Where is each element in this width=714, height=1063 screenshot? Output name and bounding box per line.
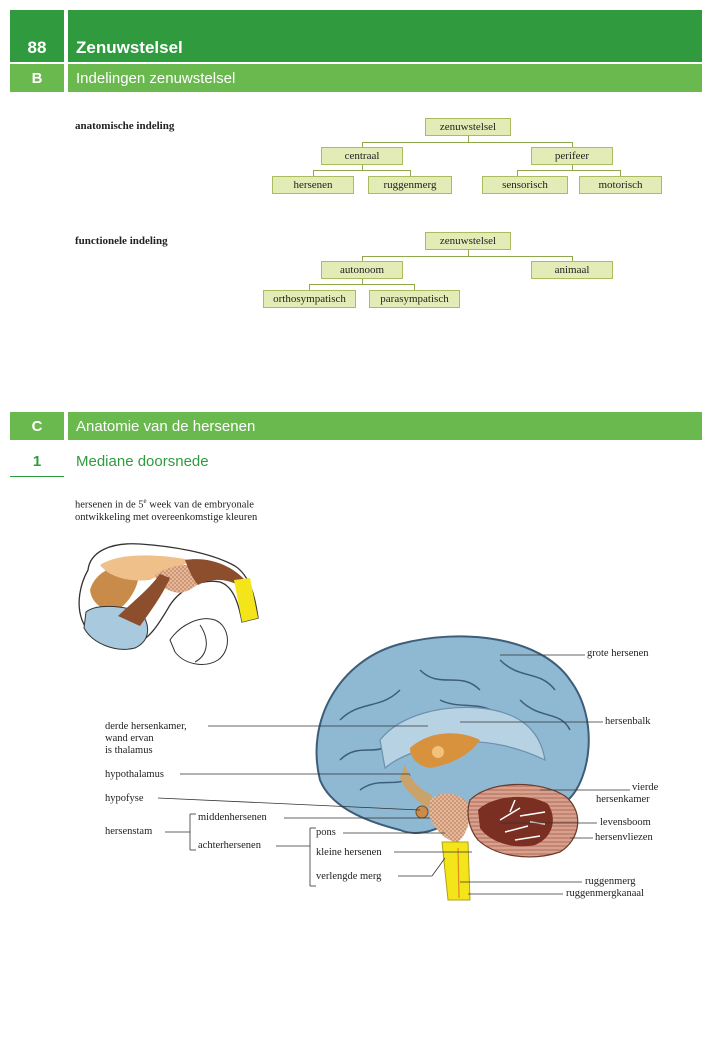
caption-line1-b: week van de embryonale xyxy=(146,499,254,511)
subsection-1-underline xyxy=(10,476,64,477)
box-peripheral: perifeer xyxy=(531,147,613,165)
box-spinal-cord: ruggenmerg xyxy=(368,176,452,194)
section-b-letter: B xyxy=(31,69,43,87)
section-c-separator xyxy=(64,412,68,440)
label-cerebellum: kleine hersenen xyxy=(316,847,382,858)
label-cerebrum: grote hersenen xyxy=(587,648,649,659)
box-autonomic: autonoom xyxy=(321,261,403,279)
label-hindbrain: achterhersenen xyxy=(198,840,261,851)
tree-line xyxy=(362,142,363,148)
functional-label: functionele indeling xyxy=(75,235,168,247)
label-medulla: verlengde merg xyxy=(316,871,382,882)
tree-line xyxy=(517,170,518,176)
caption-superscript: e xyxy=(143,497,147,505)
label-fourth-ventricle-2: hersenkamer xyxy=(596,794,650,805)
header-separator xyxy=(64,10,68,62)
box-sensory: sensorisch xyxy=(482,176,568,194)
caption-line2: ontwikkeling met overeenkomstige kleuren xyxy=(75,511,258,523)
label-third-ventricle-2: wand ervan xyxy=(105,733,154,744)
label-brainstem: hersenstam xyxy=(105,826,153,837)
tree-line xyxy=(362,165,363,171)
tree-line xyxy=(309,284,310,290)
anatomic-label: anatomische indeling xyxy=(75,120,175,132)
caption-line1-a: hersenen in de 5 xyxy=(75,499,144,511)
label-hypothalamus: hypothalamus xyxy=(105,769,164,780)
label-corpus-callosum: hersenbalk xyxy=(605,716,651,727)
section-b-separator xyxy=(64,64,68,92)
label-meninges: hersenvliezen xyxy=(595,832,653,843)
label-central-canal: ruggenmergkanaal xyxy=(566,888,644,899)
tree-line xyxy=(410,170,411,176)
label-arbor-vitae: levensboom xyxy=(600,817,651,828)
tree-line xyxy=(414,284,415,290)
chapter-header-bar: 88 Zenuwstelsel xyxy=(10,10,702,62)
tree-line xyxy=(468,250,469,257)
subsection-1-title: Mediane doorsnede xyxy=(76,453,209,470)
tree-line xyxy=(313,170,410,171)
section-c-title: Anatomie van de hersenen xyxy=(76,417,256,435)
tree-line xyxy=(572,256,573,262)
section-b-title: Indelingen zenuwstelsel xyxy=(76,69,236,87)
box-somatic: animaal xyxy=(531,261,613,279)
label-pons: pons xyxy=(316,827,336,838)
box-nervous-system: zenuwstelsel xyxy=(425,118,511,136)
page-number: 88 xyxy=(27,38,47,57)
label-spinal-cord: ruggenmerg xyxy=(585,876,636,887)
tree-line xyxy=(468,136,469,143)
section-b-bar: B Indelingen zenuwstelsel xyxy=(10,64,702,92)
box-brain: hersenen xyxy=(272,176,354,194)
subsection-1-separator xyxy=(64,447,68,477)
label-fourth-ventricle-1: vierde xyxy=(632,782,659,793)
tree-line xyxy=(362,142,572,143)
tree-line xyxy=(362,256,572,257)
label-midbrain: middenhersenen xyxy=(198,812,267,823)
label-third-ventricle-1: derde hersenkamer, xyxy=(105,721,187,732)
box-central: centraal xyxy=(321,147,403,165)
tree-line xyxy=(572,165,573,171)
tree-line xyxy=(313,170,314,176)
box-parasympathetic: parasympatisch xyxy=(369,290,460,308)
embryo-brain-drawing xyxy=(78,543,259,665)
tree-line xyxy=(362,279,363,285)
label-pituitary: hypofyse xyxy=(105,793,144,804)
subsection-1-header: 1 Mediane doorsnede xyxy=(10,447,702,477)
tree-line xyxy=(362,256,363,262)
section-c-bar: C Anatomie van de hersenen xyxy=(10,412,702,440)
adult-brain-drawing xyxy=(315,635,590,901)
tree-line xyxy=(517,170,620,171)
box-motor: motorisch xyxy=(579,176,662,194)
chapter-title: Zenuwstelsel xyxy=(76,38,183,57)
section-c-letter: C xyxy=(31,417,43,435)
label-third-ventricle-3: is thalamus xyxy=(105,745,153,756)
subsection-1-number: 1 xyxy=(32,453,42,470)
embryo-caption: hersenen in de 5e week van de embryonale… xyxy=(75,495,257,524)
leader-lines xyxy=(157,654,630,895)
box-orthosympathetic: orthosympatisch xyxy=(263,290,356,308)
box-nervous-system-functional: zenuwstelsel xyxy=(425,232,511,250)
tree-line xyxy=(309,284,414,285)
tree-line xyxy=(572,142,573,148)
tree-line xyxy=(620,170,621,176)
